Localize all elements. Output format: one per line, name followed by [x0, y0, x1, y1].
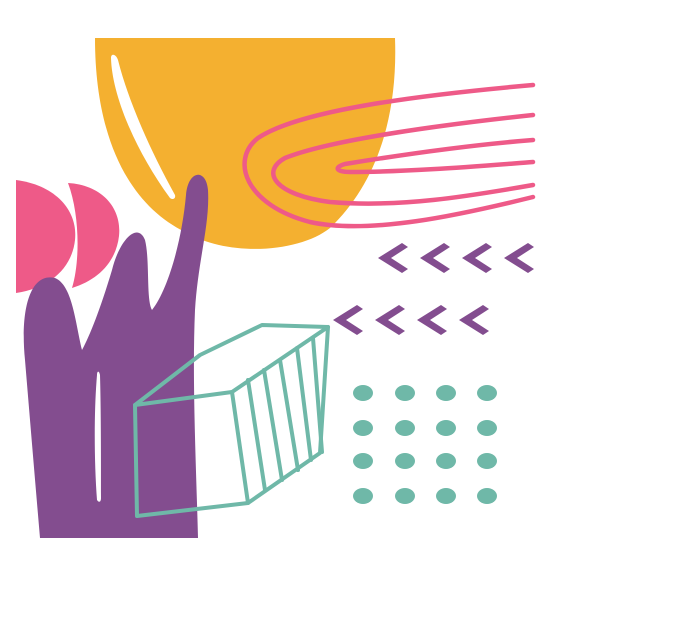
chevron-left-icon — [375, 305, 405, 335]
purple-chevron-arrows — [333, 243, 534, 335]
teal-dot — [436, 488, 456, 504]
teal-dot — [436, 453, 456, 469]
teal-dot — [395, 488, 415, 504]
chevron-left-icon — [420, 243, 450, 273]
chevron-left-icon — [462, 243, 492, 273]
teal-dot — [436, 385, 456, 401]
teal-dot — [353, 385, 373, 401]
purple-flame-shape — [23, 174, 209, 538]
chevron-left-icon — [378, 243, 408, 273]
teal-dot-grid — [353, 385, 497, 504]
chevron-left-icon — [417, 305, 447, 335]
chevron-left-icon — [459, 305, 489, 335]
teal-dot — [436, 420, 456, 436]
teal-dot — [477, 385, 497, 401]
teal-dot — [395, 420, 415, 436]
teal-dot — [353, 453, 373, 469]
teal-dot — [353, 420, 373, 436]
teal-dot — [395, 453, 415, 469]
chevron-left-icon — [504, 243, 534, 273]
chevron-left-icon — [333, 305, 363, 335]
pink-half-circles — [16, 180, 120, 293]
teal-dot — [477, 488, 497, 504]
teal-dot — [395, 385, 415, 401]
teal-dot — [477, 420, 497, 436]
yellow-sun-shape — [95, 38, 396, 249]
teal-dot — [353, 488, 373, 504]
teal-dot — [477, 453, 497, 469]
pink-ellipse-lines — [242, 82, 536, 229]
teal-outlined-box — [133, 323, 330, 518]
